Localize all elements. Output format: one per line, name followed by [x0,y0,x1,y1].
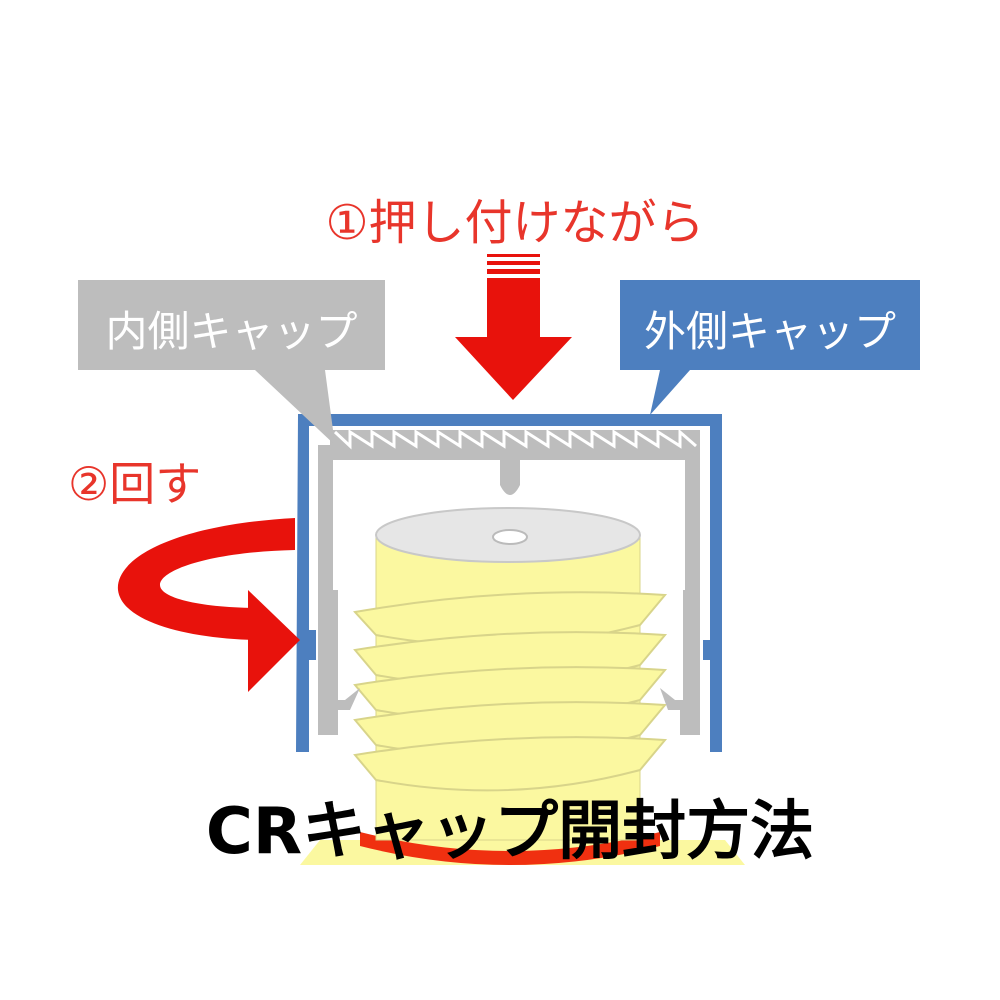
red-ring [360,832,660,865]
outer-cap-callout [620,280,920,415]
inner-cap [318,428,700,735]
step2-label: ②回す [68,457,202,511]
rotate-arrow-icon [117,518,300,692]
inner-cap-callout [78,280,385,445]
diagram-title: CRキャップ開封方法 [205,795,815,869]
outer-cap-label: 外側キャップ [643,307,896,356]
outer-cap [296,414,722,752]
step1-label: ①押し付けながら [325,195,705,251]
inner-cap-label: 内側キャップ [105,307,358,356]
bottle-neck [353,507,668,841]
push-down-arrow-icon [455,254,572,400]
